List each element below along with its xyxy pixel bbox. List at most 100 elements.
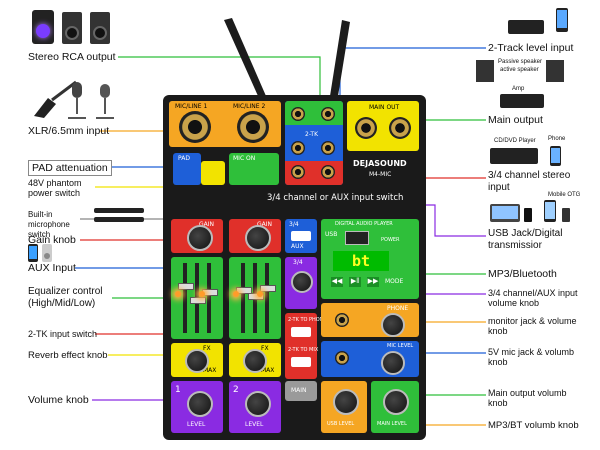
mic-jack[interactable] <box>335 351 349 365</box>
aux-switch[interactable] <box>291 231 311 241</box>
eq-low-slider-2[interactable] <box>260 285 276 292</box>
xlr-jack-2[interactable] <box>237 111 269 143</box>
fader-track <box>265 263 269 333</box>
reverb-knob-2[interactable] <box>243 349 267 373</box>
main-switch-panel: MAIN <box>285 381 317 401</box>
laptop-icon <box>490 204 520 222</box>
usb-level-panel: USB LEVEL <box>321 381 367 433</box>
fader-track <box>183 263 187 333</box>
level-label: LEVEL <box>187 421 206 428</box>
aux-label: AUX <box>291 243 304 250</box>
digital-player-panel: DIGITAL AUDIO PLAYER USB POWER bt ◀◀ ▶‖ … <box>321 219 419 299</box>
next-button[interactable]: ▶▶ <box>367 277 379 287</box>
gain-knob-1[interactable] <box>187 225 213 251</box>
label-amp: Amp <box>512 86 525 92</box>
guitar-icon <box>34 80 77 118</box>
phone-volume-knob[interactable] <box>381 313 405 337</box>
label-ch34-aux-volume: 3/4 channel/AUX input volume knob <box>488 288 578 308</box>
fx-label: FX <box>261 345 269 352</box>
fx-panel-1: FX MAX <box>171 343 223 377</box>
ch34-right-jack[interactable] <box>321 165 335 179</box>
wireless-mic-icon <box>94 208 144 222</box>
label-main-output-knob: Main output volumb knob <box>488 388 567 408</box>
mic-stand-icon <box>96 84 114 119</box>
main-out-right-jack[interactable] <box>389 117 411 139</box>
brand-logo: DEJASOUND <box>353 159 407 168</box>
label-xlr-input: XLR/6.5mm input <box>28 125 110 137</box>
label-mp3-bluetooth: MP3/Bluetooth <box>488 268 557 280</box>
gain-label: GAIN <box>257 221 273 228</box>
volume-knob-1[interactable] <box>187 391 213 417</box>
ch34-volume-knob[interactable] <box>291 271 313 293</box>
ch34-label: 3/4 <box>289 221 299 228</box>
otg-adapter-icon <box>562 208 570 222</box>
center-caption: 3/4 channel or AUX input switch <box>267 193 404 203</box>
fader-track <box>207 263 211 333</box>
speaker-icon <box>62 12 82 44</box>
gain-panel-2: GAIN <box>229 219 281 253</box>
speaker-icon <box>90 12 110 44</box>
twotk-switch-panel: 2-TK TO PHONES 2-TK TO MIX <box>285 313 330 379</box>
phone-icon <box>544 200 556 222</box>
volume-panel-2: 2 LEVEL <box>229 381 281 433</box>
xlr-jack-1[interactable] <box>179 111 211 143</box>
main-level-knob[interactable] <box>383 389 409 415</box>
channel-number: 1 <box>175 385 181 395</box>
volume-knob-2[interactable] <box>245 391 271 417</box>
twotk-mix-switch[interactable] <box>291 357 311 367</box>
rca-out-right-jack[interactable] <box>321 107 335 121</box>
led-indicator <box>257 291 263 297</box>
twotk-right-jack[interactable] <box>321 141 335 155</box>
aux-switch-panel: 3/4 AUX <box>285 219 317 253</box>
play-pause-button[interactable]: ▶‖ <box>349 277 361 287</box>
eq-mid-slider-1[interactable] <box>190 297 206 304</box>
twotk-label: 2-TK <box>305 131 319 138</box>
label-phone: Phone <box>548 136 566 142</box>
label-passive-speaker: Passive speaker <box>498 59 543 65</box>
eq-high-slider-2[interactable] <box>236 287 252 294</box>
microphone-icon <box>68 82 86 119</box>
eq-panel-1 <box>171 257 223 339</box>
player-buttons: ◀◀ ▶‖ ▶▶ <box>329 277 411 289</box>
gain-knob-2[interactable] <box>245 225 271 251</box>
ch34-left-jack[interactable] <box>291 165 305 179</box>
level-label: LEVEL <box>245 421 264 428</box>
reverb-knob-1[interactable] <box>185 349 209 373</box>
phone-jack[interactable] <box>335 313 349 327</box>
model-label: M4-MIC <box>369 171 392 178</box>
mic-level-label: MIC LEVEL <box>387 343 414 349</box>
label-builtin-mic: Built-in microphone switch <box>28 210 70 239</box>
ch34-label: 3/4 <box>293 259 303 266</box>
label-twotrack-input: 2-Track level input <box>488 42 574 54</box>
rca-panel: 2-TK <box>285 101 343 185</box>
label-stereo-rca-output: Stereo RCA output <box>28 51 116 63</box>
label-pad-attenuation: PAD attenuation <box>28 160 112 176</box>
label-mobile-otg: Mobile OTG <box>548 192 581 198</box>
mixer-body: MIC/LINE 1 MIC/LINE 2 2-TK MAIN OUT DEJA… <box>163 95 426 440</box>
digital-player-label: DIGITAL AUDIO PLAYER <box>335 221 393 227</box>
mic-level-knob[interactable] <box>381 351 405 375</box>
twotk-left-jack[interactable] <box>291 141 305 155</box>
cd-player-icon <box>490 148 538 164</box>
twotk-phones-switch[interactable] <box>291 327 311 337</box>
main-level-label: MAIN LEVEL <box>377 421 407 427</box>
ch34-volume-panel: 3/4 <box>285 257 317 309</box>
eq-mid-slider-2[interactable] <box>248 293 264 300</box>
main-out-left-jack[interactable] <box>355 117 377 139</box>
prev-button[interactable]: ◀◀ <box>331 277 343 287</box>
mode-label: MODE <box>385 278 404 285</box>
usb-port[interactable] <box>345 231 369 245</box>
eq-high-slider-1[interactable] <box>178 283 194 290</box>
usb-level-knob[interactable] <box>333 389 359 415</box>
fader-track <box>241 263 245 333</box>
fx-label: FX <box>203 345 211 352</box>
power-label: POWER <box>381 237 400 243</box>
mic-jack-panel: MIC LEVEL <box>321 341 419 377</box>
label-twotk-switch: 2-TK input switch <box>28 329 98 339</box>
rca-out-left-jack[interactable] <box>291 107 305 121</box>
led-indicator <box>233 291 239 297</box>
pad-section: PAD <box>173 153 201 185</box>
phone-icon <box>550 146 561 166</box>
label-gain-knob: Gain knob <box>28 234 76 246</box>
player-device-icon <box>508 20 544 34</box>
